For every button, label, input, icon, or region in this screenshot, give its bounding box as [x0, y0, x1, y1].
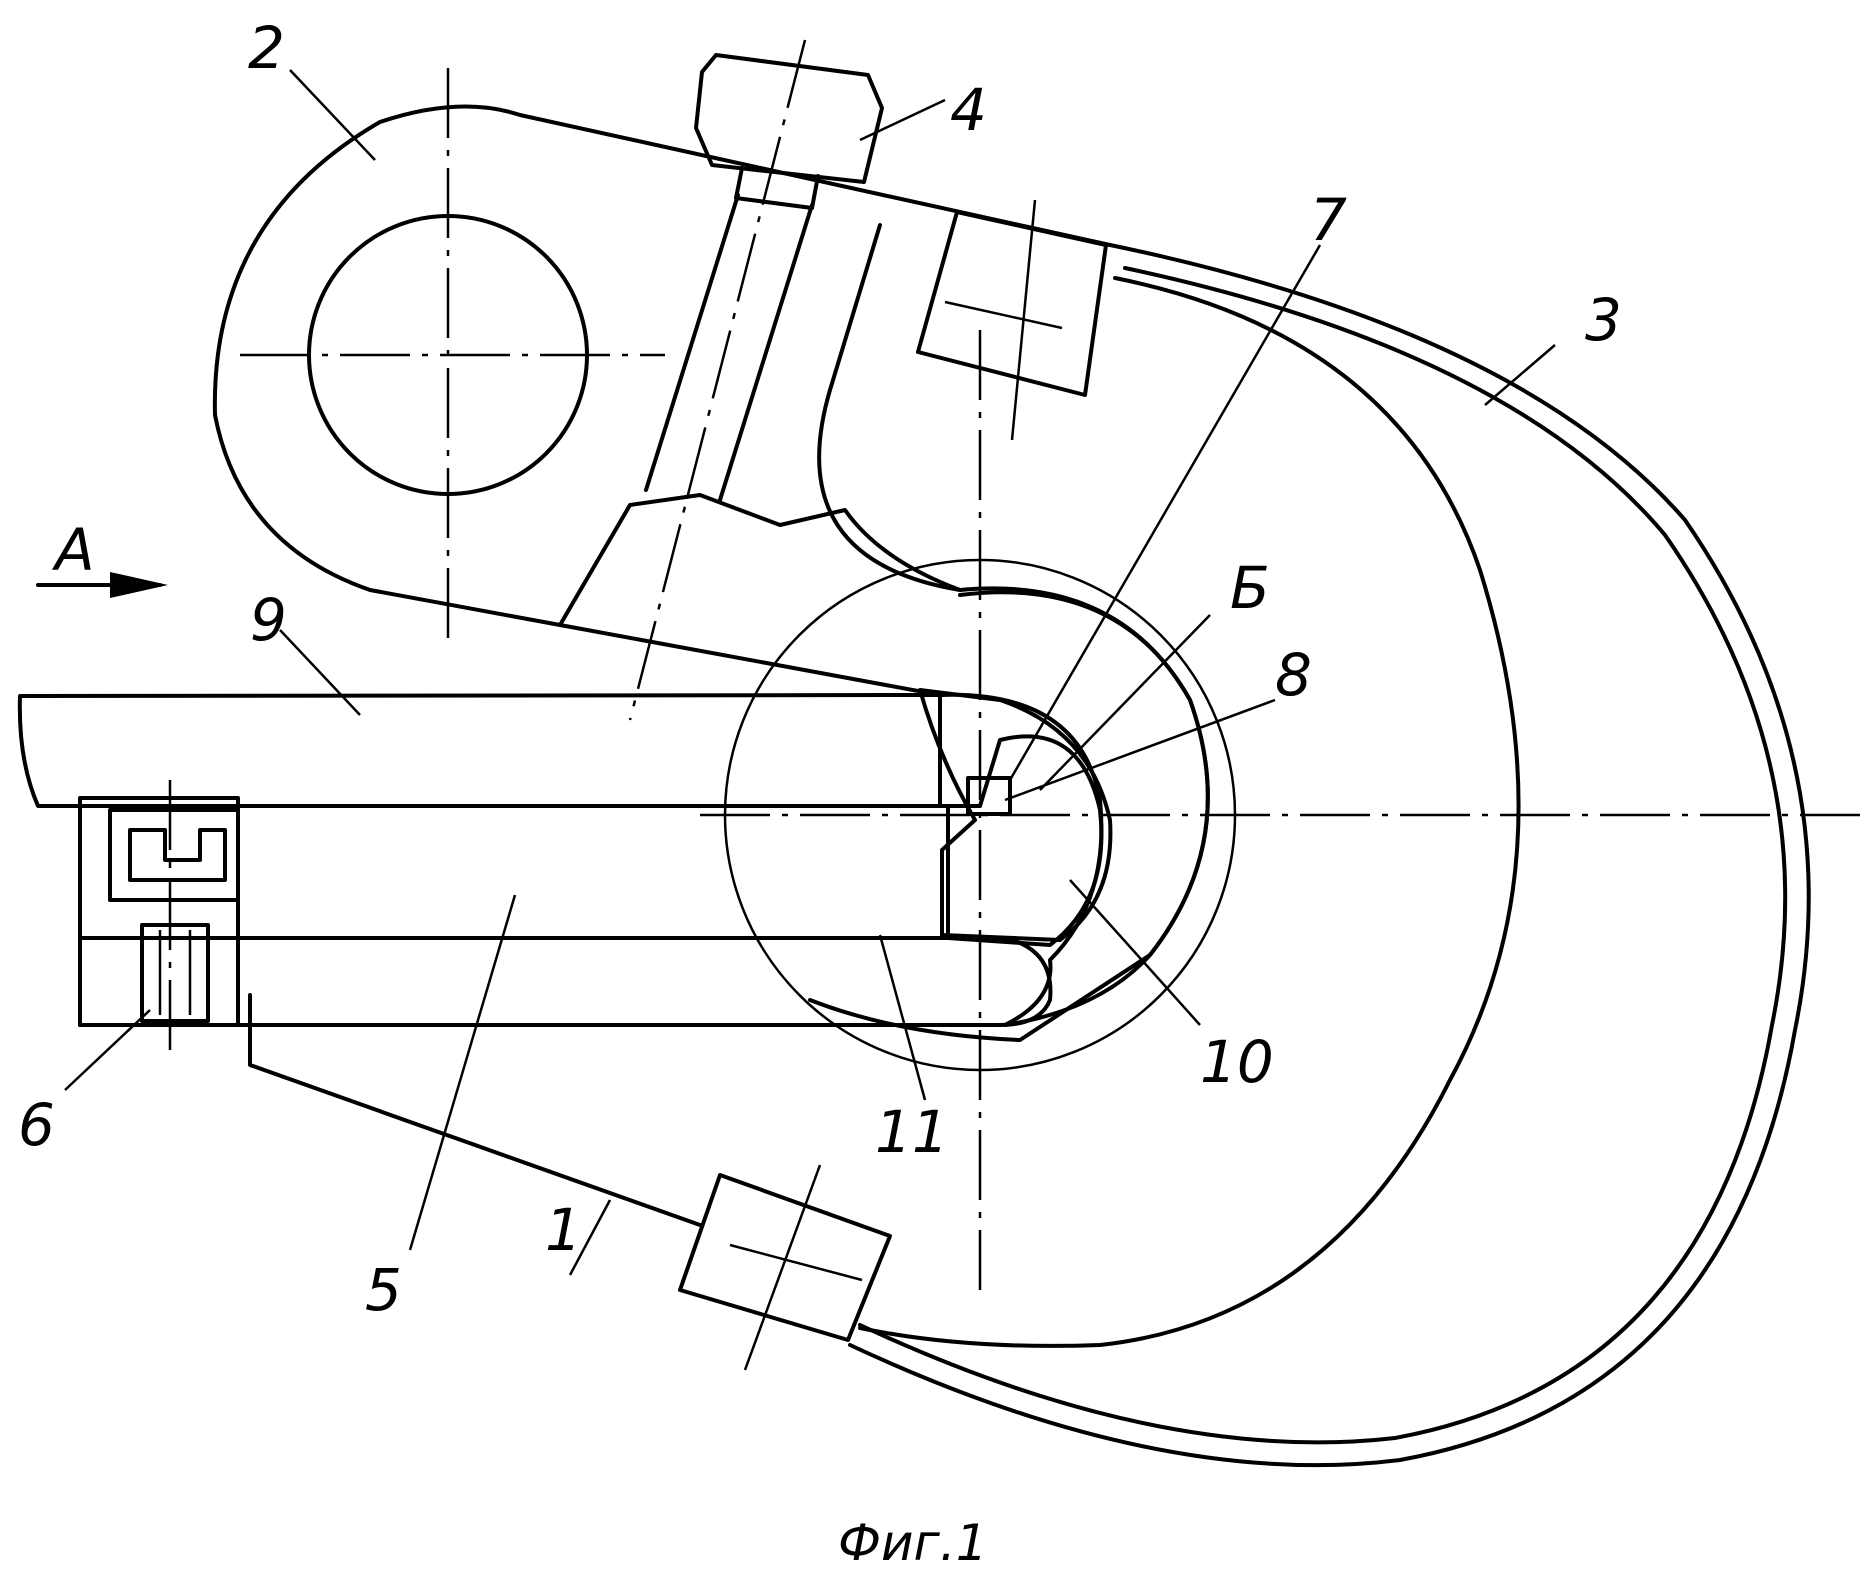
label-part-10: 10 — [1200, 1028, 1274, 1096]
part-8-key — [968, 778, 1010, 814]
part-1-hook-body — [250, 225, 1519, 1346]
part-6-socket-screw — [80, 798, 238, 1025]
part-5-bar — [238, 806, 948, 938]
label-part-2: 2 — [248, 14, 285, 82]
part-3-spring-band — [850, 245, 1809, 1465]
section-label-b: Б — [1230, 554, 1270, 622]
label-part-1: 1 — [545, 1196, 582, 1264]
figure-caption: Фиг.1 — [838, 1514, 988, 1572]
label-part-6: 6 — [18, 1091, 55, 1159]
label-part-7: 7 — [1310, 186, 1347, 254]
part-9-strip — [20, 695, 940, 806]
label-part-8: 8 — [1275, 641, 1312, 709]
label-part-5: 5 — [365, 1256, 402, 1324]
label-part-11: 11 — [875, 1098, 949, 1166]
part-11-insert — [948, 736, 1101, 945]
part-4-thumb-screw — [646, 55, 882, 500]
label-part-9: 9 — [250, 586, 287, 654]
lower-plate — [80, 938, 1050, 1025]
label-part-4: 4 — [950, 76, 987, 144]
part-labels: 1 2 3 4 5 6 7 8 9 10 11 Б — [18, 14, 1622, 1324]
view-arrow-a: A — [38, 516, 168, 598]
view-arrow-label: A — [51, 516, 95, 584]
label-part-3: 3 — [1585, 286, 1622, 354]
